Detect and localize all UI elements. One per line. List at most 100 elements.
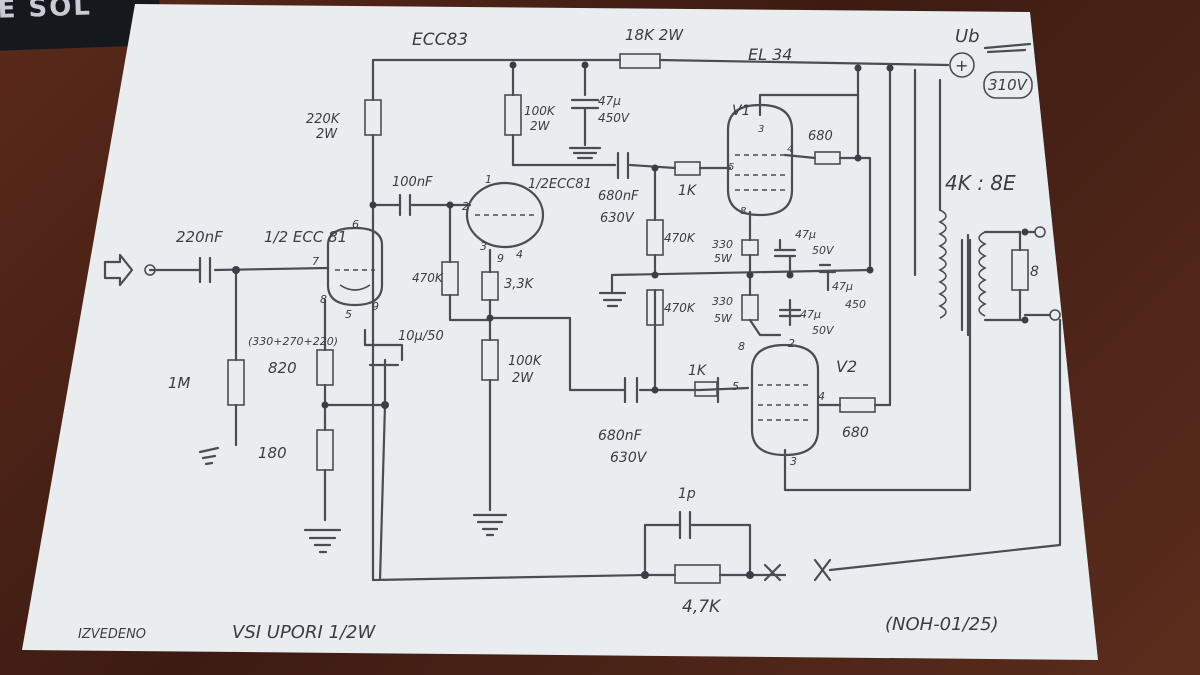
label-v2: V2 bbox=[836, 357, 857, 376]
label-630v-a: 630V bbox=[600, 211, 635, 226]
label-330-a-w: 5W bbox=[714, 252, 733, 265]
resistor-470k-a bbox=[441, 261, 459, 296]
label-cathode-series: (330+270+220) bbox=[248, 335, 338, 348]
label-470k-c: 470K bbox=[664, 301, 696, 315]
tube-v1b bbox=[465, 181, 545, 249]
pin-label: 3 bbox=[790, 455, 797, 468]
pin-label: 5 bbox=[728, 162, 734, 173]
label-47u-450-b: 47µ bbox=[832, 280, 853, 293]
voltage-box bbox=[983, 71, 1033, 99]
wires bbox=[148, 58, 1062, 582]
label-50v-b: 50V bbox=[812, 324, 835, 337]
label-47u-50-a: 47µ bbox=[795, 228, 816, 241]
resistor-1m bbox=[227, 359, 245, 406]
label-220k-w: 2W bbox=[316, 127, 338, 142]
input-jack bbox=[144, 264, 156, 276]
speaker-resistor bbox=[1011, 249, 1029, 291]
note-vsi-upori: VSI UPORI 1/2W bbox=[232, 622, 376, 643]
resistors bbox=[227, 53, 1029, 584]
pin-label: 8 bbox=[740, 206, 746, 217]
label-100k-b: 100K bbox=[508, 354, 543, 369]
label-100nf: 100nF bbox=[392, 175, 433, 190]
label-680nf-a: 680nF bbox=[598, 189, 639, 204]
tubes bbox=[326, 103, 820, 457]
label-v1: V1 bbox=[732, 103, 750, 119]
resistor-470k-c bbox=[646, 289, 664, 326]
resistor-4-7k bbox=[674, 564, 721, 584]
label-470k-a: 470K bbox=[412, 271, 444, 285]
label-1p: 1p bbox=[678, 486, 696, 502]
pin-label: 2 bbox=[462, 200, 469, 213]
label-4-7k: 4,7K bbox=[682, 597, 722, 617]
resistor-470k-b bbox=[646, 219, 664, 256]
tube-el34-v1 bbox=[726, 103, 794, 217]
label-10u-50: 10µ/50 bbox=[398, 329, 444, 344]
label-1k-a: 1K bbox=[678, 183, 698, 199]
resistor-820 bbox=[316, 349, 334, 386]
resistor-3-3k bbox=[481, 271, 499, 301]
note-izvedeno: IZVEDENO bbox=[78, 627, 146, 642]
label-450v-a: 450V bbox=[598, 111, 630, 125]
pin-label: 3 bbox=[758, 124, 764, 135]
label-220k: 220K bbox=[306, 112, 341, 127]
pin-label: 2 bbox=[788, 337, 795, 350]
tube-v1a bbox=[326, 226, 384, 307]
pin-label: 5 bbox=[345, 308, 352, 321]
label-470k-b: 470K bbox=[664, 231, 696, 245]
label-330-b-w: 5W bbox=[714, 312, 733, 325]
note-id: (NOH-01/25) bbox=[885, 614, 999, 635]
resistor-330-a bbox=[741, 239, 759, 256]
pin-label: 4 bbox=[516, 248, 523, 261]
resistor-220k bbox=[364, 99, 382, 136]
label-plus: + bbox=[955, 56, 968, 75]
speaker-terminal-top bbox=[1034, 226, 1046, 238]
label-half-ecc81-a: 1/2 ECC 81 bbox=[264, 228, 347, 246]
resistor-180 bbox=[316, 429, 334, 471]
speaker-terminal-bottom bbox=[1049, 309, 1061, 321]
label-820: 820 bbox=[268, 359, 297, 377]
label-100k-a-w: 2W bbox=[530, 119, 551, 133]
label-330-b: 330 bbox=[712, 295, 733, 308]
resistor-100k-a bbox=[504, 94, 522, 136]
label-1m: 1M bbox=[168, 374, 191, 392]
pin-label: 4 bbox=[787, 144, 793, 155]
label-transformer: 4K : 8E bbox=[945, 171, 1016, 195]
label-100k-b-w: 2W bbox=[512, 371, 534, 386]
pin-label: 5 bbox=[732, 380, 739, 393]
output-transformer bbox=[938, 209, 1061, 321]
label-47u-50-b: 47µ bbox=[800, 308, 821, 321]
label-680nf-b: 680nF bbox=[598, 428, 643, 444]
label-180: 180 bbox=[258, 444, 287, 462]
resistor-100k-b bbox=[481, 339, 499, 381]
label-1k-b: 1K bbox=[688, 363, 708, 379]
label-630v-b: 630V bbox=[610, 450, 648, 466]
resistor-1k-a bbox=[674, 161, 701, 176]
input-arrow-icon bbox=[103, 253, 134, 287]
label-3-3k: 3,3K bbox=[504, 277, 535, 292]
pin-label: 9 bbox=[372, 300, 379, 313]
labels: ECC83 18K 2W EL 34 Ub + 310V 220K 2W 100… bbox=[78, 26, 1039, 643]
label-half-ecc81-b: 1/2ECC81 bbox=[528, 177, 592, 192]
resistor-680-a bbox=[814, 151, 841, 165]
tube-label-el34: EL 34 bbox=[748, 45, 792, 64]
pin-label: 1 bbox=[485, 173, 492, 186]
label-18k-2w: 18K 2W bbox=[625, 26, 684, 44]
resistor-18k bbox=[619, 53, 661, 69]
pin-label: 7 bbox=[312, 255, 319, 268]
label-ub: Ub bbox=[955, 26, 980, 47]
pin-label: 4 bbox=[818, 390, 825, 403]
pin-label: 6 bbox=[352, 218, 359, 231]
label-speaker-8: 8 bbox=[1030, 264, 1039, 280]
resistor-1k-b bbox=[694, 381, 718, 397]
pin-label: 9 bbox=[497, 252, 504, 265]
label-450-b: 450 bbox=[845, 298, 866, 311]
bplus-terminal bbox=[949, 52, 975, 78]
pin-label: 8 bbox=[738, 340, 745, 353]
pin-label: 8 bbox=[320, 293, 327, 306]
label-47u-a: 47µ bbox=[598, 94, 621, 108]
label-220nf: 220nF bbox=[176, 228, 223, 246]
junction-dots bbox=[232, 61, 1029, 579]
pin-numbers: 6 7 8 5 9 1 2 3 9 4 3 4 5 8 8 2 5 4 3 bbox=[312, 124, 825, 468]
resistor-680-b bbox=[839, 397, 876, 413]
